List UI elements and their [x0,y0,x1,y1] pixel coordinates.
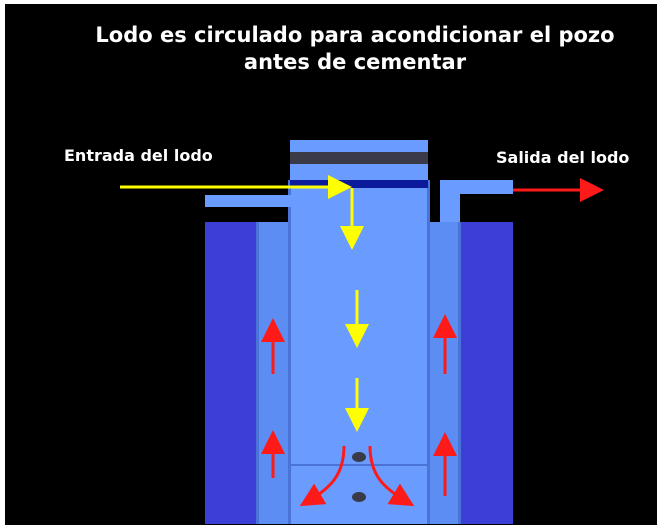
inlet-flange [205,195,291,207]
casing-wall-left [288,180,291,524]
outlet-label: Salida del lodo [496,148,630,167]
title-line-2: antes de cementar [243,50,467,74]
wellhead-cap-dark [290,152,428,164]
casing-interior [290,140,428,524]
wellhead-cap-mid [290,164,428,178]
return-arrow-right [368,445,415,507]
annulus-divider-left [256,222,259,524]
plug-lower [352,492,366,502]
wellhead-cap-top [290,140,428,152]
annulus-divider-right [458,222,461,524]
casing-wall-right [427,180,430,524]
plug-upper [352,452,366,462]
outlet-pipe [440,180,513,222]
wellhead-band [290,180,428,188]
title-line-1: Lodo es circulado para acondicionar el p… [95,23,615,47]
return-arrow-left [299,445,346,507]
inlet-label: Entrada del lodo [64,146,213,165]
slide-title: Lodo es circulado para acondicionar el p… [60,22,650,76]
